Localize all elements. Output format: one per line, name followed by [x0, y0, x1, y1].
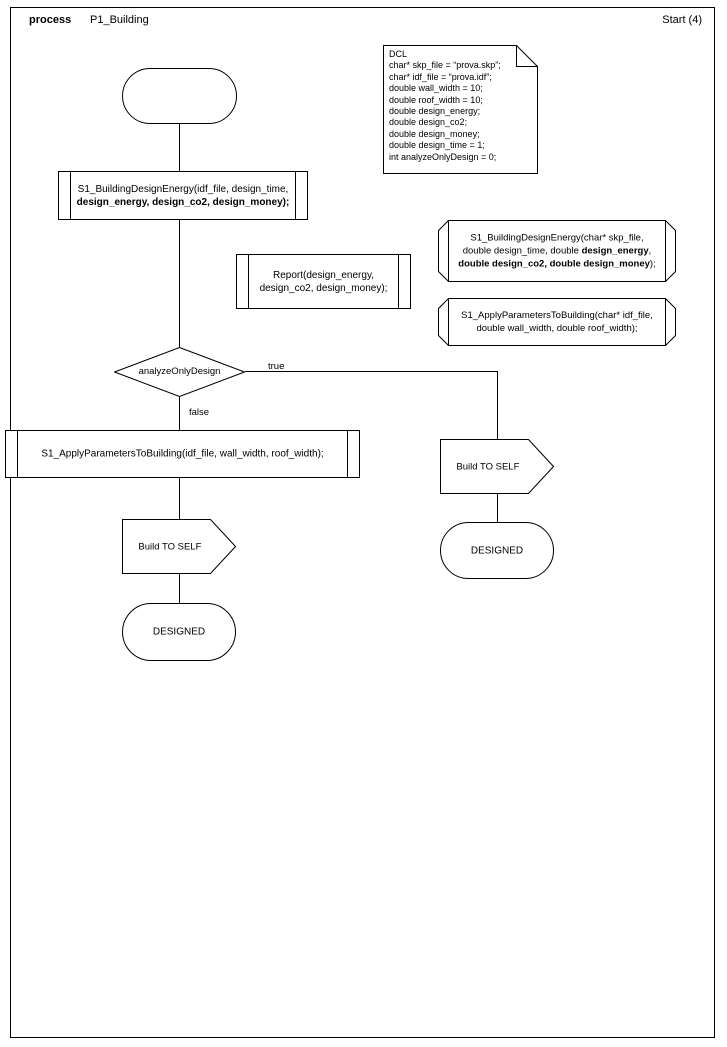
call-apply-parameters-to-building: S1_ApplyParametersToBuilding(idf_file, w… [5, 430, 360, 478]
annotation-signature-building-design-energy: S1_BuildingDesignEnergy(char* skp_file,d… [438, 220, 676, 282]
build-to-self-right-label: Build TO SELF [456, 461, 520, 472]
connector-true-vertical [497, 371, 498, 439]
connector-build-to-designed-left [179, 574, 180, 603]
designed-terminal-right-label: DESIGNED [470, 545, 524, 556]
header-process-name: P1_Building [90, 14, 149, 26]
note-dcl-text: DCL char* skp_file = “prova.skp”; char* … [389, 49, 501, 162]
start-terminal [122, 68, 237, 124]
header-start-label: Start (4) [662, 14, 702, 26]
designed-terminal-left: DESIGNED [122, 603, 236, 661]
edge-label-true: true [268, 361, 285, 372]
decision-label: analyzeOnlyDesign [138, 366, 221, 377]
pentagon-shape-icon [122, 519, 236, 574]
header: process P1_Building Start (4) [20, 14, 707, 32]
annotation-signature-apply-parameters-label: S1_ApplyParametersToBuilding(char* idf_f… [461, 310, 653, 334]
build-to-self-left-label: Build TO SELF [138, 541, 202, 552]
connector-true-horizontal [245, 371, 497, 372]
call-report-label: Report(design_energy,design_co2, design_… [259, 269, 388, 294]
connector-start-to-design-energy [179, 124, 180, 171]
annotation-signature-apply-parameters: S1_ApplyParametersToBuilding(char* idf_f… [438, 298, 676, 346]
note-dcl: DCL char* skp_file = “prova.skp”; char* … [383, 45, 538, 174]
page-frame [10, 7, 715, 1038]
designed-terminal-left-label: DESIGNED [152, 626, 206, 638]
annotation-signature-building-design-energy-label: S1_BuildingDesignEnergy(char* skp_file,d… [458, 232, 656, 270]
designed-terminal-right: DESIGNED [440, 522, 554, 579]
note-shape-icon [383, 45, 538, 174]
call-apply-parameters-to-building-label: S1_ApplyParametersToBuilding(idf_file, w… [41, 448, 324, 460]
build-to-self-left: Build TO SELF [122, 519, 236, 574]
call-building-design-energy: S1_BuildingDesignEnergy(idf_file, design… [58, 171, 308, 220]
call-report: Report(design_energy,design_co2, design_… [236, 254, 411, 309]
call-building-design-energy-label: S1_BuildingDesignEnergy(idf_file, design… [76, 183, 290, 208]
connector-design-energy-to-decision [179, 220, 180, 352]
annotation-shape-icon [438, 220, 676, 282]
connector-apply-to-build-left [179, 478, 180, 519]
annotation-shape-icon [438, 298, 676, 346]
build-to-self-right: Build TO SELF [440, 439, 554, 494]
connector-false-vertical [179, 397, 180, 430]
pentagon-shape-icon [440, 439, 554, 494]
diamond-shape-icon [114, 347, 245, 397]
header-kind-label: process [29, 14, 72, 26]
decision-analyze-only-design: analyzeOnlyDesign [114, 347, 245, 397]
edge-label-false: false [189, 407, 210, 418]
connector-build-to-designed-right [497, 494, 498, 522]
